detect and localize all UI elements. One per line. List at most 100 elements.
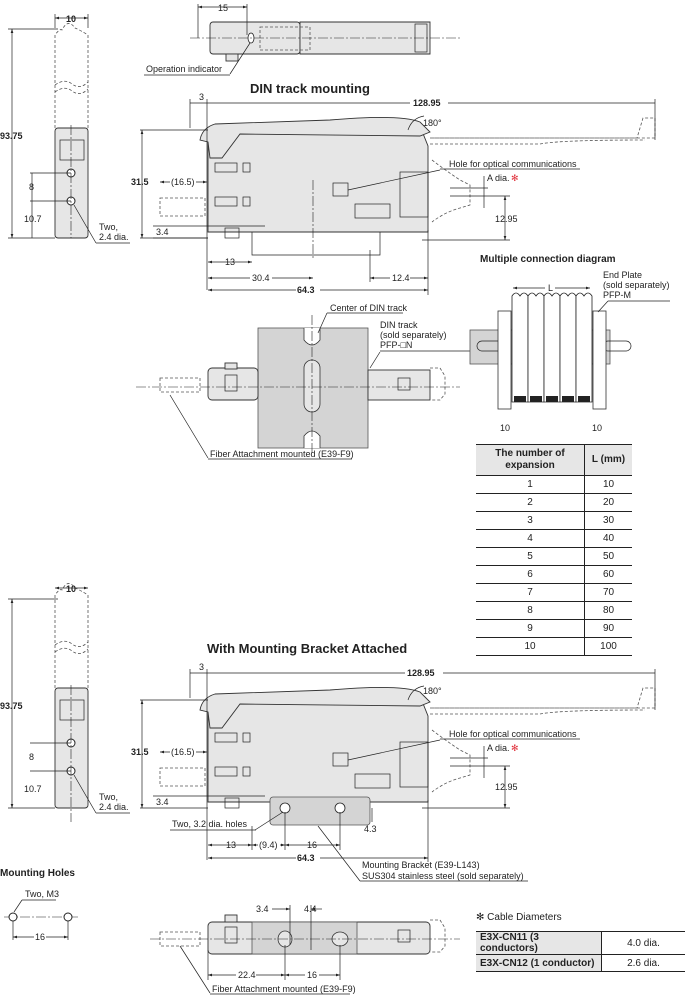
dim-height-93-75: 93.75 [0, 131, 23, 141]
unit-connector [546, 396, 558, 402]
dim-12-95-b: 12.95 [495, 782, 518, 792]
title-din-track-mounting: DIN track mounting [250, 81, 370, 96]
dim-3-4-front: 3.4 [256, 904, 269, 914]
amplifier-unit [559, 292, 577, 403]
length-mm: 80 [584, 601, 632, 620]
cable-caption: ✻ Cable Diameters [476, 912, 562, 923]
expansion-count: 6 [476, 565, 585, 584]
amplifier-unit [527, 292, 545, 403]
label-mounting-bracket: Mounting Bracket (E39-L143) [362, 860, 480, 870]
dim-128-95-b: 128.95 [407, 668, 435, 678]
dim-10-7: 10.7 [24, 214, 42, 224]
dim-3-b: 3 [199, 662, 204, 672]
din-side-view: 3 128.95 180° 31.5 (16.5) 3.4 13 30.4 12… [131, 92, 656, 295]
label-end-plate: End Plate [603, 270, 642, 280]
mounting-holes-diagram: Two, M3 16 [4, 889, 78, 942]
label-a-dia: A dia. [487, 173, 510, 183]
dim-width-10-b: 10 [66, 584, 76, 594]
dim-31-5-b: 31.5 [131, 747, 149, 757]
label-two-holes: Two, [99, 222, 118, 232]
label-sus304: SUS304 stainless steel (sold separately) [362, 871, 524, 881]
side-view-top: 10 93.75 8 10.7 Two, 2.4 dia. [0, 14, 130, 244]
dim-8-b: 8 [29, 752, 34, 762]
dim-width-10: 10 [66, 14, 76, 24]
dim-8: 8 [29, 182, 34, 192]
label-center-din-track: Center of DIN track [330, 303, 408, 313]
header-L-mm: L (mm) [584, 444, 632, 476]
dim-12-95: 12.95 [495, 214, 518, 224]
mounting-bracket [269, 796, 371, 826]
amplifier-unit [575, 292, 593, 403]
length-mm: 90 [584, 619, 632, 638]
asterisk-icon: ✻ [476, 912, 485, 923]
dim-16-5-b: (16.5) [171, 747, 195, 757]
length-mm: 100 [584, 637, 632, 656]
length-mm: 10 [584, 475, 632, 494]
din-front-view: Center of DIN track DIN track (sold sepa… [136, 303, 470, 460]
length-mm: 60 [584, 565, 632, 584]
label-fiber-attachment-b: Fiber Attachment mounted (E39-F9) [212, 984, 356, 994]
dim-4-4: 4.4 [304, 904, 317, 914]
cable-model: E3X-CN12 (1 conductor) [476, 954, 602, 972]
end-plate-right [592, 310, 607, 410]
expansion-count: 10 [476, 637, 585, 656]
bracket-front-view: 3.4 4.4 22.4 16 Fiber Attachment mounted… [150, 904, 460, 995]
cable-diameters-title: Cable Diameters [487, 912, 562, 923]
label-operation-indicator: Operation indicator [146, 64, 222, 74]
cable-diameter: 2.6 dia. [601, 954, 685, 972]
dim-16-5: (16.5) [171, 177, 195, 187]
length-mm: 30 [584, 511, 632, 530]
dim-height-93-75-b: 93.75 [0, 701, 23, 711]
dim-3: 3 [199, 92, 204, 102]
dim-128-95: 128.95 [413, 98, 441, 108]
label-a-dia-b: A dia. [487, 743, 510, 753]
dim-22-4: 22.4 [238, 970, 256, 980]
unit-connector [562, 396, 574, 402]
cable-diameter: 4.0 dia. [601, 931, 685, 955]
label-end-plate-sold: (sold separately) [603, 280, 670, 290]
title-with-mounting-bracket: With Mounting Bracket Attached [207, 641, 407, 656]
expansion-count: 5 [476, 547, 585, 566]
dim-180-degrees-b: 180° [423, 686, 442, 696]
asterisk-marker-b: ✻ [511, 743, 519, 753]
dim-16-b: 16 [307, 840, 317, 850]
amplifier-unit [511, 292, 529, 403]
table-row: E3X-CN12 (1 conductor) 2.6 dia. [476, 954, 685, 972]
dim-10-7-b: 10.7 [24, 784, 42, 794]
dim-endplate-10-right: 10 [592, 423, 602, 433]
expansion-count: 7 [476, 583, 585, 602]
asterisk-marker: ✻ [511, 173, 519, 183]
label-hole-optical-b: Hole for optical communications [449, 729, 577, 739]
bracket-side-view: 3 128.95 180° 31.5 (16.5) 3.4 Two, 3.2 d… [131, 662, 656, 882]
dim-L: L [548, 283, 553, 293]
dim-13-b: 13 [226, 840, 236, 850]
top-view: 15 Operation indicator [144, 3, 460, 76]
dim-4-3: 4.3 [364, 824, 377, 834]
dim-64-3-b: 64.3 [297, 853, 315, 863]
unit-connector [530, 396, 542, 402]
multiple-connection-diagram: L End Plate (sold separately) PFP-M 10 1… [469, 270, 670, 433]
header-number-of-expansion: The number of expansion [476, 444, 585, 476]
dim-64-3: 64.3 [297, 285, 315, 295]
expansion-count: 2 [476, 493, 585, 512]
cable-table: E3X-CN11 (3 conductors) 4.0 dia. E3X-CN1… [476, 931, 685, 972]
dim-13: 13 [225, 257, 235, 267]
label-fiber-attachment: Fiber Attachment mounted (E39-F9) [210, 449, 354, 459]
length-mm: 70 [584, 583, 632, 602]
dim-180-degrees: 180° [423, 118, 442, 128]
dim-12-4: 12.4 [392, 273, 410, 283]
label-pfp-n: PFP-□N [380, 340, 412, 350]
expansion-count: 3 [476, 511, 585, 530]
title-mounting-holes: Mounting Holes [0, 868, 75, 879]
